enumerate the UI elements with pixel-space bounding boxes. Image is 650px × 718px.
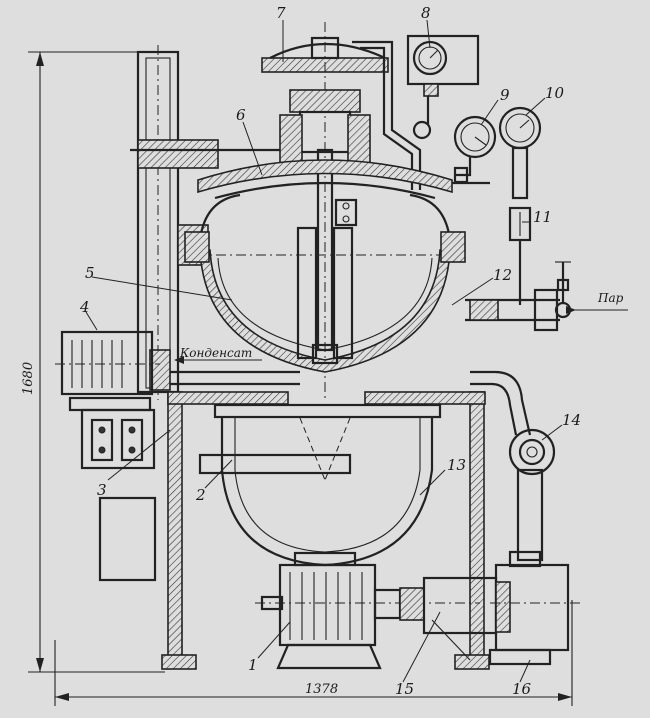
shaft-15 <box>373 576 498 661</box>
pressure-gauge-10 <box>498 106 542 305</box>
steam-annotation: Пар <box>597 291 624 305</box>
label-6: 6 <box>236 106 246 124</box>
label-14: 14 <box>562 411 581 429</box>
label-16: 16 <box>512 680 532 698</box>
label-4: 4 <box>79 298 90 316</box>
steam-pipe: Пар <box>465 261 628 332</box>
dimension-height: 1680 <box>21 51 165 673</box>
label-8: 8 <box>421 4 431 22</box>
height-dimension-label: 1680 <box>21 362 36 395</box>
label-13: 13 <box>447 456 466 474</box>
label-7: 7 <box>276 4 286 22</box>
condensate-annotation: Конденсат <box>179 346 252 360</box>
pump-14 <box>470 370 556 562</box>
leader-lines <box>85 19 563 683</box>
pressure-gauge-8 <box>352 34 480 190</box>
control-box-3 <box>80 408 157 582</box>
condensate-pipe: Конденсат <box>170 346 300 386</box>
label-12: 12 <box>493 266 512 284</box>
pressure-gauge-9 <box>453 115 497 184</box>
label-9: 9 <box>500 86 510 104</box>
handwheel-assembly <box>261 22 389 400</box>
bowl-13 <box>198 417 434 567</box>
label-11: 11 <box>533 208 552 226</box>
label-5: 5 <box>85 264 95 282</box>
dimension-width: 1378 <box>54 600 573 706</box>
pump-16 <box>488 550 582 666</box>
label-2: 2 <box>195 486 206 504</box>
position-labels: 7 8 9 10 6 11 5 12 4 14 13 3 2 1 15 16 <box>79 4 581 698</box>
motor-4 <box>55 330 160 412</box>
spherical-vessel <box>184 159 466 373</box>
label-3: 3 <box>97 481 107 499</box>
label-10: 10 <box>545 84 565 102</box>
label-1: 1 <box>248 656 258 674</box>
width-dimension-label: 1378 <box>305 682 338 697</box>
label-15: 15 <box>395 680 414 698</box>
motor-1 <box>255 563 480 670</box>
frame <box>161 391 490 670</box>
